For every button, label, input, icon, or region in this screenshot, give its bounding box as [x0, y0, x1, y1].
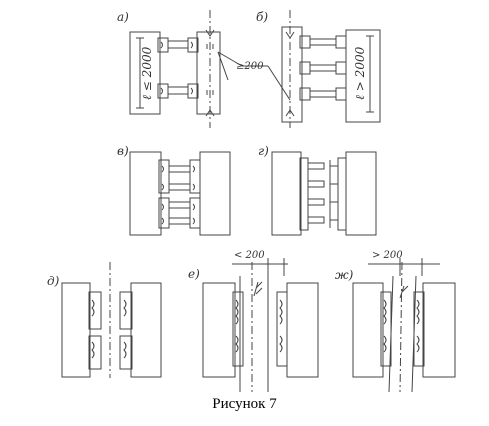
- panel-v-right-block: [199, 151, 231, 236]
- panel-e-label: е): [188, 267, 200, 281]
- panel-g: г): [258, 144, 377, 236]
- panel-zh: ж) > 200: [335, 250, 456, 393]
- panel-e-left-block: [202, 282, 236, 378]
- panel-d-label: д): [47, 274, 60, 288]
- panel-b-label: б): [256, 10, 268, 24]
- panel-g-right-block: [345, 151, 377, 236]
- panel-e-dimension: < 200: [234, 250, 265, 261]
- panel-a-dimension: ℓ ≤ 2000: [140, 46, 154, 100]
- panel-b-dimension: ℓ > 2000: [353, 46, 367, 100]
- panel-d-right-block: [130, 282, 162, 378]
- panel-b-left-block: [281, 26, 303, 123]
- panel-e-right-block: [286, 282, 319, 378]
- panel-zh-dimension: > 200: [372, 250, 403, 261]
- shared-dimension-label: ≥200: [236, 61, 264, 72]
- panel-b: б) ℓ > 2000: [256, 10, 381, 128]
- panel-d-left-block: [61, 282, 91, 378]
- shared-dimension: ≥200: [217, 51, 291, 101]
- panel-g-label: г): [258, 144, 269, 158]
- panel-a-left-block: [129, 31, 161, 115]
- panel-zh-label: ж): [335, 268, 354, 282]
- panel-zh-left-block: [352, 282, 384, 378]
- panel-a: а) ℓ ≤ 2000: [117, 10, 221, 128]
- panel-a-right-block: [196, 31, 221, 115]
- panel-v: в): [117, 144, 231, 236]
- panel-e: е) < 200: [188, 250, 319, 392]
- panel-g-left-block: [271, 151, 302, 236]
- panel-v-label: в): [117, 144, 129, 158]
- panel-b-right-block: [345, 29, 381, 123]
- panel-d: д): [47, 262, 162, 378]
- panel-a-label: а): [117, 10, 129, 24]
- panel-zh-right-block: [422, 282, 456, 378]
- panel-v-left-block: [129, 151, 162, 236]
- figure-caption: Рисунок 7: [212, 396, 277, 412]
